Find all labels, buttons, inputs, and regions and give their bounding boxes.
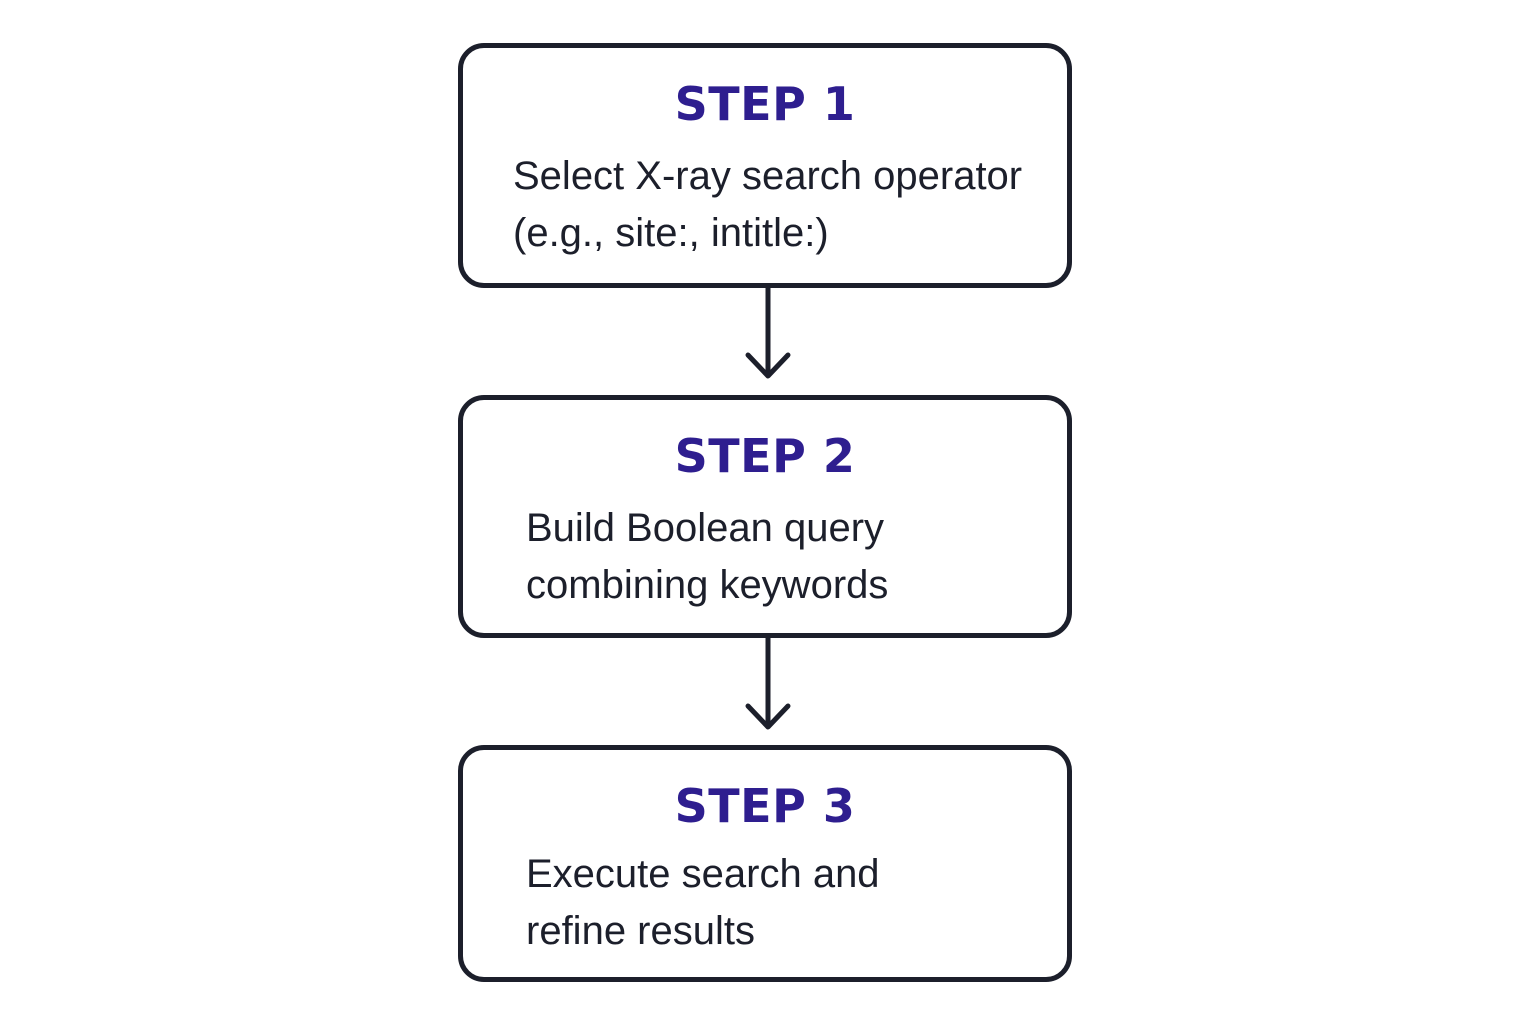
step-1-description-line-2: (e.g., site:, intitle:): [513, 211, 829, 255]
step-2-title: STEP 2: [674, 429, 856, 483]
step-3-description-line-2: refine results: [526, 909, 755, 953]
step-2-description-line-1: Build Boolean query: [526, 506, 885, 550]
arrow-1-to-2: [745, 285, 791, 379]
step-2-box: STEP 2 Build Boolean query combining key…: [458, 395, 1072, 638]
arrow-1-head-icon: [745, 352, 791, 379]
step-1-title: STEP 1: [674, 77, 856, 131]
step-3-box: STEP 3 Execute search and refine results: [458, 745, 1072, 982]
step-3-description: Execute search and refine results: [526, 846, 880, 960]
step-3-description-line-1: Execute search and: [526, 852, 880, 896]
step-2-description: Build Boolean query combining keywords: [526, 500, 888, 614]
step-2-description-line-2: combining keywords: [526, 563, 889, 607]
arrow-2-to-3: [745, 635, 791, 730]
step-1-description: Select X-ray search operator (e.g., site…: [513, 148, 1022, 262]
step-1-description-line-1: Select X-ray search operator: [513, 154, 1023, 198]
arrow-2-head-icon: [745, 703, 791, 730]
step-3-title: STEP 3: [674, 779, 856, 833]
step-1-box: STEP 1 Select X-ray search operator (e.g…: [458, 43, 1072, 288]
